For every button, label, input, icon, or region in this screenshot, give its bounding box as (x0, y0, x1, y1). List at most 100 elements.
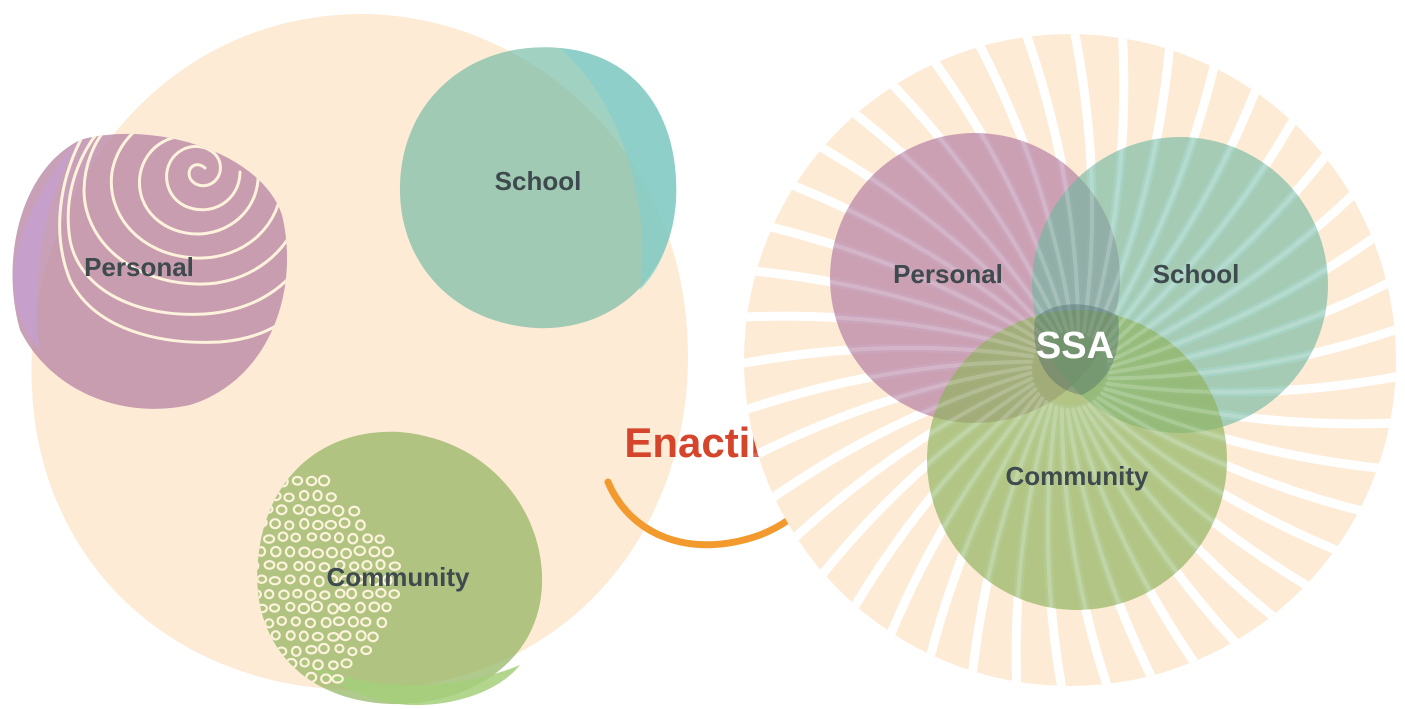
right-school-label: School (1153, 259, 1240, 289)
inner-streak-line (1014, 403, 1054, 709)
pattern-dot (368, 601, 381, 613)
pattern-dot (348, 505, 361, 517)
inner-streak-line (708, 345, 1035, 372)
pattern-dot (369, 574, 382, 586)
pattern-dot (339, 574, 351, 587)
pattern-dot (375, 558, 386, 571)
inner-streak-line (1105, 373, 1405, 395)
pattern-dot (284, 574, 296, 585)
inner-streak-line (1045, 405, 1068, 709)
pattern-dot (327, 631, 340, 642)
pattern-dot (257, 686, 268, 697)
pattern-dot (327, 574, 339, 585)
left-diagram: School Personal Community (12, 13, 689, 706)
pattern-dot (332, 504, 345, 517)
pattern-dot (324, 519, 338, 530)
pattern-dot (328, 660, 339, 671)
pattern-dot (269, 518, 282, 530)
pattern-dot (347, 532, 359, 545)
pattern-dot (290, 616, 302, 627)
pattern-dot (347, 646, 358, 657)
pattern-dot (319, 531, 331, 542)
pattern-dot (368, 546, 381, 558)
pattern-dot (362, 533, 374, 544)
pattern-dot (334, 559, 346, 571)
inner-streak-line (1076, 407, 1267, 675)
pattern-dot (318, 504, 331, 515)
pattern-dot (388, 561, 402, 571)
left-community-label: Community (327, 562, 471, 592)
pattern-dot (339, 630, 352, 642)
pattern-dot (270, 545, 282, 558)
pattern-dot (375, 587, 387, 599)
right-community-label: Community (1006, 461, 1150, 491)
pattern-dot (318, 562, 331, 573)
inner-streak-line (722, 266, 1040, 349)
pattern-dot (319, 590, 331, 600)
inner-streak-line (765, 173, 1048, 341)
pattern-dot (304, 617, 317, 629)
pattern-dot (298, 630, 309, 642)
pattern-dot (257, 574, 268, 584)
inner-streak-line (1107, 218, 1400, 369)
inner-streak-line (1103, 95, 1308, 353)
inner-streak-line (1087, 403, 1345, 608)
pattern-dot (325, 546, 339, 559)
inner-streak-line (740, 371, 1033, 522)
inner-streak-line (873, 392, 1041, 675)
pattern-dot (283, 492, 295, 503)
pattern-dot (355, 519, 366, 531)
pattern-dot (257, 545, 267, 557)
pattern-dot (374, 534, 385, 544)
inner-streak-line (832, 95, 1058, 335)
inner-streak-line (1100, 391, 1405, 473)
pattern-dot (305, 505, 317, 517)
right-diagram: Personal School SSA Community (708, 8, 1405, 709)
ssa-center-label: SSA (1036, 325, 1114, 367)
inner-streak-line (1086, 11, 1126, 337)
inner-streak-line (1068, 8, 1095, 335)
pattern-dot (263, 560, 276, 570)
ssa-overlap-region (1034, 304, 1119, 395)
pattern-dot (311, 631, 324, 642)
left-school-label: School (495, 166, 582, 196)
pattern-dot (290, 532, 302, 543)
inner-streak-line (967, 400, 1049, 709)
pattern-dot (311, 548, 325, 559)
pattern-dot (354, 601, 366, 614)
pattern-dot (340, 547, 352, 560)
pattern-dot (297, 602, 311, 615)
pattern-dot (355, 630, 367, 642)
pattern-dot (338, 517, 351, 529)
pattern-dot (347, 616, 359, 628)
pattern-dot (382, 574, 393, 586)
pattern-dot (304, 589, 317, 602)
inner-streak-line (1099, 65, 1267, 348)
inner-streak-line (1059, 407, 1118, 709)
pattern-dot (285, 601, 296, 612)
pattern-dot (268, 575, 282, 586)
pattern-dot (270, 686, 281, 697)
inner-streak-line (740, 218, 1044, 344)
inner-streak-line (832, 387, 1037, 645)
pattern-dot (381, 602, 392, 613)
pattern-dot (304, 560, 316, 573)
pattern-dot (312, 519, 324, 531)
pattern-dot (360, 645, 373, 656)
pattern-dot (270, 630, 281, 641)
pattern-dot (361, 559, 373, 571)
pattern-dot (278, 589, 290, 601)
pattern-dot (277, 531, 289, 542)
pattern-dot (257, 589, 262, 600)
inner-streak-line (1103, 386, 1405, 426)
pattern-dot (290, 645, 302, 657)
pattern-dot (367, 631, 379, 643)
inner-streak-line (711, 314, 1037, 354)
pattern-dot (298, 546, 311, 558)
inner-streak-line (1107, 271, 1405, 375)
pattern-dot (376, 617, 388, 629)
pattern-dot (333, 532, 345, 544)
inner-streak-line (1096, 396, 1400, 522)
pattern-dot (317, 474, 331, 487)
